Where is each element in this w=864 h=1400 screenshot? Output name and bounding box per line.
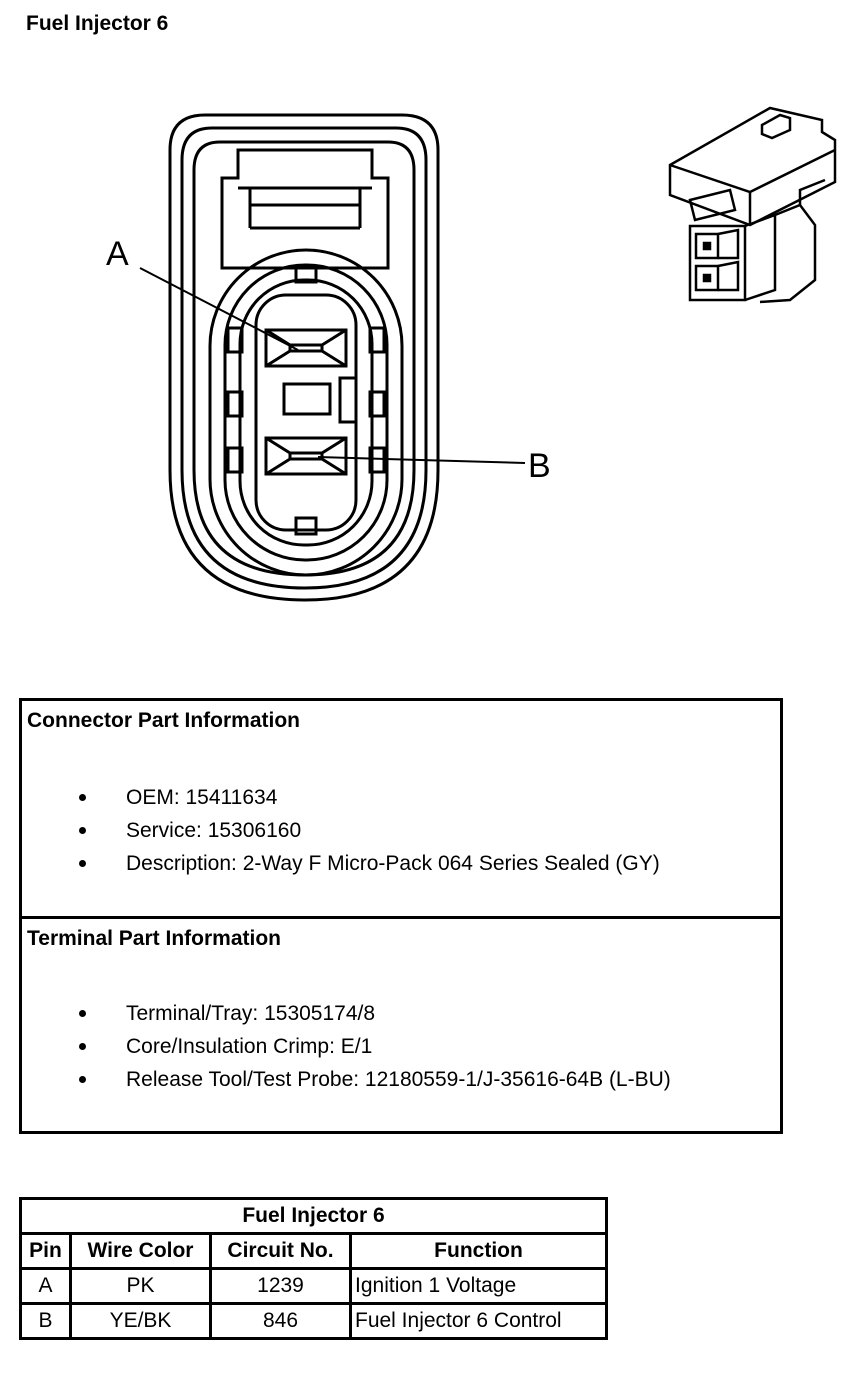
connector-face-diagram — [139, 106, 837, 602]
list-item-text: Core/Insulation Crimp: E/1 — [126, 1035, 373, 1058]
terminal-b-cavity — [264, 436, 348, 476]
bullet-icon — [79, 1043, 86, 1050]
list-item-text: Service: 15306160 — [126, 819, 302, 842]
table-cell: A — [19, 1267, 72, 1305]
housing-ring-3 — [192, 140, 416, 577]
connector-iso-view — [668, 106, 837, 304]
connector-info-heading: Connector Part Information — [27, 709, 301, 732]
pin-label-a: A — [106, 235, 129, 273]
column-header: Pin — [19, 1232, 72, 1270]
list-item: Terminal/Tray: 15305174/8 — [22, 997, 671, 1030]
terminal-info-list: Terminal/Tray: 15305174/8 Core/Insulatio… — [22, 997, 671, 1096]
seal-outer — [208, 248, 404, 577]
table-cell: Ignition 1 Voltage — [349, 1267, 608, 1305]
list-item: Service: 15306160 — [22, 814, 660, 847]
housing-outer — [168, 113, 440, 602]
table-row: A PK 1239 Ignition 1 Voltage — [19, 1267, 608, 1305]
bullet-icon — [79, 1010, 86, 1017]
list-item-text: Description: 2-Way F Micro-Pack 064 Seri… — [126, 852, 660, 875]
column-header: Circuit No. — [209, 1232, 352, 1270]
list-item: Description: 2-Way F Micro-Pack 064 Seri… — [22, 847, 660, 880]
part-info-box: Connector Part Information OEM: 15411634… — [19, 698, 783, 1134]
table-cell: 846 — [209, 1302, 352, 1340]
list-item: Release Tool/Test Probe: 12180559-1/J-35… — [22, 1063, 671, 1096]
table-cell: 1239 — [209, 1267, 352, 1305]
list-item-text: OEM: 15411634 — [126, 786, 278, 809]
terminal-a-cavity — [264, 328, 348, 368]
column-header: Function — [349, 1232, 608, 1270]
bullet-icon — [79, 794, 86, 801]
list-item: OEM: 15411634 — [22, 781, 660, 814]
list-item: Core/Insulation Crimp: E/1 — [22, 1030, 671, 1063]
table-cell: B — [19, 1302, 72, 1340]
pin-table: Fuel Injector 6 Pin Wire Color Circuit N… — [19, 1197, 608, 1340]
table-cell: Fuel Injector 6 Control — [349, 1302, 608, 1340]
bullet-icon — [79, 1076, 86, 1083]
connector-info-section: Connector Part Information OEM: 15411634… — [22, 701, 780, 919]
seal-inner — [238, 278, 374, 547]
connector-info-list: OEM: 15411634 Service: 15306160 Descript… — [22, 781, 660, 880]
table-cell: YE/BK — [69, 1302, 212, 1340]
latch — [220, 148, 390, 270]
list-item-text: Terminal/Tray: 15305174/8 — [126, 1002, 376, 1025]
bullet-icon — [79, 860, 86, 867]
column-header: Wire Color — [69, 1232, 212, 1270]
leader-line-a — [139, 267, 299, 351]
terminal-info-heading: Terminal Part Information — [27, 927, 281, 950]
page-title: Fuel Injector 6 — [26, 12, 169, 35]
center-key — [282, 382, 332, 416]
terminal-info-section: Terminal Part Information Terminal/Tray:… — [22, 919, 780, 1131]
table-cell: PK — [69, 1267, 212, 1305]
list-item-text: Release Tool/Test Probe: 12180559-1/J-35… — [126, 1068, 671, 1091]
bullet-icon — [79, 827, 86, 834]
pin-table-caption: Fuel Injector 6 — [19, 1197, 608, 1235]
table-header-row: Pin Wire Color Circuit No. Function — [19, 1232, 608, 1270]
leader-line-b — [317, 456, 526, 464]
housing-ring-2 — [180, 126, 428, 590]
table-row: B YE/BK 846 Fuel Injector 6 Control — [19, 1302, 608, 1340]
pin-label-b: B — [528, 447, 551, 485]
